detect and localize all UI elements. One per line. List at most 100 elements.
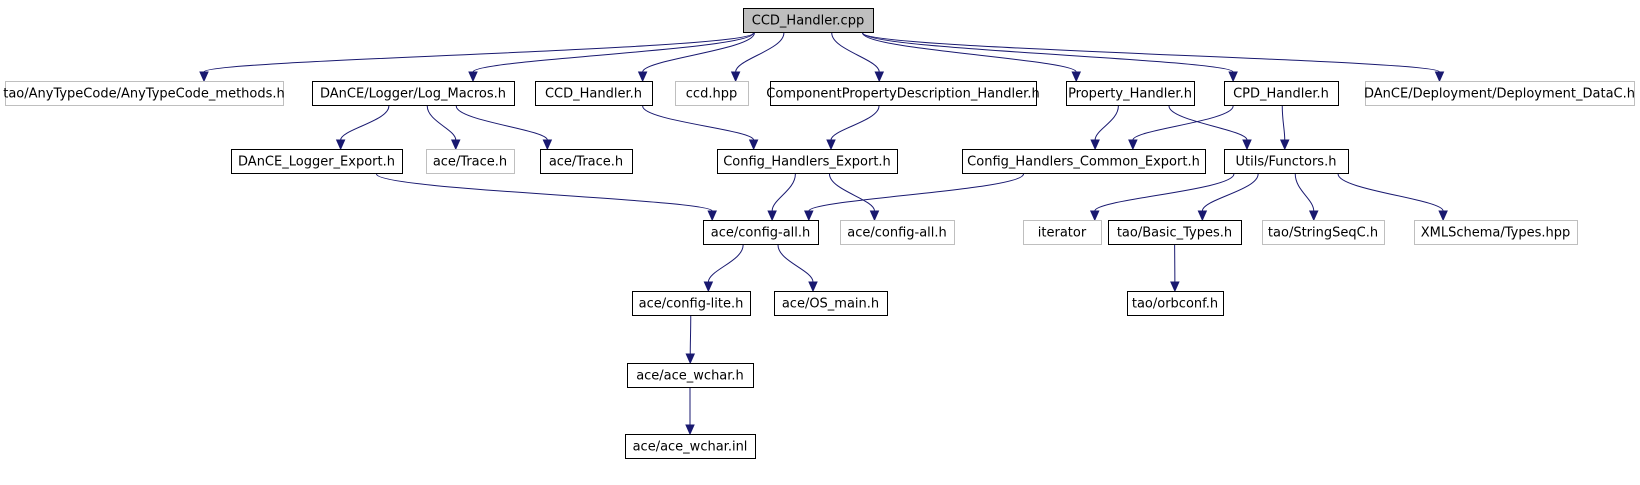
node-os-main[interactable]: ace/OS_main.h xyxy=(774,291,888,316)
edge-line xyxy=(1168,105,1248,141)
node-label: tao/Basic_Types.h xyxy=(1117,226,1232,241)
node-anytypecode: tao/AnyTypeCode/AnyTypeCode_methods.h xyxy=(3,81,285,106)
node-dance-logger-export[interactable]: DAnCE_Logger_Export.h xyxy=(231,149,403,174)
edge-config-handlers-export-to-config-all xyxy=(767,173,796,222)
edge-property-handler-to-config-handlers-common-export xyxy=(1090,105,1119,151)
node-label: tao/StringSeqC.h xyxy=(1268,226,1378,241)
edge-root-to-deployment-datac xyxy=(862,32,1445,83)
edge-line xyxy=(862,32,1440,73)
node-box xyxy=(962,149,1206,174)
edge-line xyxy=(1094,105,1119,141)
node-box xyxy=(1108,220,1242,245)
edge-line xyxy=(831,32,880,73)
node-basic-types[interactable]: tao/Basic_Types.h xyxy=(1108,220,1242,245)
node-box xyxy=(717,149,898,174)
node-box xyxy=(1224,81,1339,106)
node-label: Property_Handler.h xyxy=(1068,87,1192,102)
edge-dance-logger-export-to-config-all xyxy=(376,173,717,222)
node-label: ace/OS_main.h xyxy=(782,297,879,312)
node-label: iterator xyxy=(1038,226,1087,241)
edge-arrowhead xyxy=(703,281,714,293)
node-ccd-handler-h[interactable]: CCD_Handler.h xyxy=(535,81,653,106)
node-log-macros[interactable]: DAnCE/Logger/Log_Macros.h xyxy=(312,81,515,106)
node-box xyxy=(1127,291,1224,316)
edge-cpd-handler-long-to-config-handlers-export xyxy=(826,105,880,151)
node-functors[interactable]: Utils/Functors.h xyxy=(1224,149,1349,174)
node-box xyxy=(5,81,284,106)
edge-functors-to-basic-types xyxy=(1197,173,1259,222)
edge-line xyxy=(1201,173,1259,212)
node-ace-wchar-inl[interactable]: ace/ace_wchar.inl xyxy=(625,434,756,459)
node-label: ace/Trace.h xyxy=(549,155,623,170)
edge-functors-to-iterator xyxy=(1089,173,1235,222)
edge-property-handler-to-functors xyxy=(1168,105,1252,151)
edge-config-handlers-export-to-config-all-ext xyxy=(829,173,880,222)
edge-functors-to-stringseqc xyxy=(1294,173,1319,222)
node-property-handler[interactable]: Property_Handler.h xyxy=(1066,81,1195,106)
edge-arrowhead xyxy=(335,139,346,151)
node-label: XMLSchema/Types.hpp xyxy=(1421,226,1571,241)
edge-log-macros-to-dance-logger-export xyxy=(335,105,390,151)
node-label: ComponentPropertyDescription_Handler.h xyxy=(766,87,1039,102)
node-config-handlers-export[interactable]: Config_Handlers_Export.h xyxy=(717,149,898,174)
node-label: ccd.hpp xyxy=(686,87,737,102)
edge-arrowhead xyxy=(1279,139,1290,151)
edge-functors-to-xmlschema-types xyxy=(1337,173,1448,222)
edge-arrowhead xyxy=(199,71,209,83)
node-label: CPD_Handler.h xyxy=(1233,87,1329,102)
edge-root-to-cpd-handler xyxy=(862,32,1238,83)
edge-arrowhead xyxy=(1089,210,1100,222)
node-config-all[interactable]: ace/config-all.h xyxy=(703,220,819,245)
edge-root-to-cpd-handler-long xyxy=(831,32,885,83)
node-label: DAnCE_Logger_Export.h xyxy=(238,155,395,170)
node-cpd-handler[interactable]: CPD_Handler.h xyxy=(1224,81,1339,106)
node-deployment-datac: DAnCE/Deployment/Deployment_DataC.h xyxy=(1364,81,1635,106)
node-config-lite[interactable]: ace/config-lite.h xyxy=(632,291,751,316)
node-box xyxy=(535,81,653,106)
node-box xyxy=(1262,220,1385,245)
edge-line xyxy=(1281,105,1286,141)
edge-arrowhead xyxy=(804,210,814,222)
edge-arrowhead xyxy=(1228,71,1238,83)
edge-config-all-to-os-main xyxy=(777,244,818,293)
edge-ccd-handler-h-to-config-handlers-export xyxy=(642,105,759,151)
node-iterator: iterator xyxy=(1023,220,1102,245)
node-label: CCD_Handler.h xyxy=(545,87,642,102)
edge-arrowhead xyxy=(1242,139,1252,151)
node-trace[interactable]: ace/Trace.h xyxy=(540,149,633,174)
node-config-all-ext: ace/config-all.h xyxy=(840,220,955,245)
edge-line xyxy=(735,32,785,73)
node-box xyxy=(774,291,888,316)
node-box xyxy=(426,149,515,174)
node-config-handlers-common-export[interactable]: Config_Handlers_Common_Export.h xyxy=(962,149,1206,174)
node-label: Utils/Functors.h xyxy=(1236,155,1337,170)
edge-config-handlers-common-export-to-config-all xyxy=(804,173,1024,222)
edge-log-macros-to-trace-ext xyxy=(426,105,461,151)
node-orbconf[interactable]: tao/orbconf.h xyxy=(1127,291,1224,316)
edge-arrowhead xyxy=(1434,71,1445,83)
edge-line xyxy=(707,244,744,283)
edge-arrowhead xyxy=(869,210,880,222)
edge-arrowhead xyxy=(808,281,818,293)
edge-line xyxy=(472,32,754,73)
edge-arrowhead xyxy=(450,139,461,151)
node-box xyxy=(1224,149,1349,174)
node-ccd-hpp: ccd.hpp xyxy=(675,81,749,106)
node-box xyxy=(1066,81,1195,106)
node-box xyxy=(675,81,749,106)
edge-line xyxy=(829,173,875,212)
node-root[interactable]: CCD_Handler.cpp xyxy=(743,8,874,33)
edge-line xyxy=(1337,173,1444,212)
node-label: tao/AnyTypeCode/AnyTypeCode_methods.h xyxy=(3,87,285,102)
node-trace-ext: ace/Trace.h xyxy=(426,149,515,174)
edge-arrowhead xyxy=(685,353,696,365)
edge-root-to-ccd-handler-h xyxy=(637,32,755,83)
node-label: DAnCE/Logger/Log_Macros.h xyxy=(320,87,506,102)
edge-arrowhead xyxy=(874,71,885,83)
node-ace-wchar-h[interactable]: ace/ace_wchar.h xyxy=(627,363,754,388)
edge-arrowhead xyxy=(826,139,836,151)
node-label: ace/config-lite.h xyxy=(639,297,744,312)
node-cpd-handler-long[interactable]: ComponentPropertyDescription_Handler.h xyxy=(766,81,1040,106)
edge-line xyxy=(777,244,814,283)
edge-config-all-to-config-lite xyxy=(703,244,744,293)
